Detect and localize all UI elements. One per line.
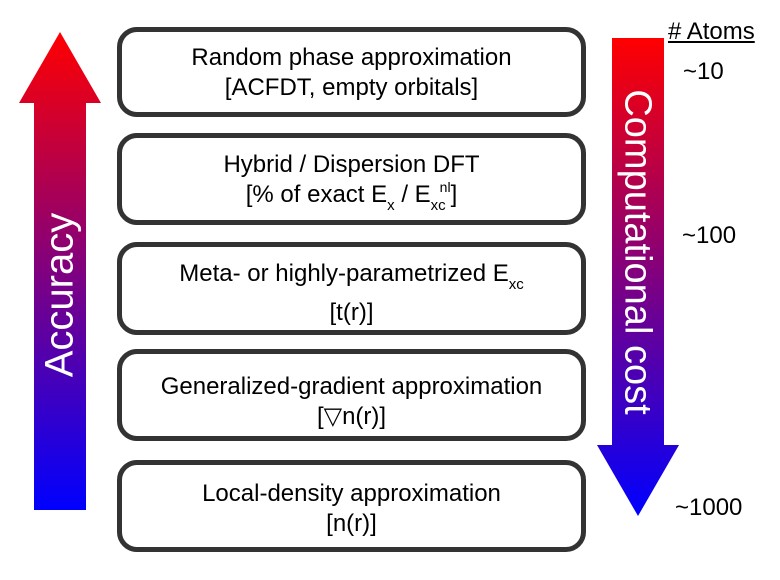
computational-cost-label: Computational cost	[616, 89, 659, 415]
accuracy-arrow-shape	[19, 32, 101, 510]
rung-title: Generalized-gradient approximation	[160, 373, 543, 400]
rung-title: Random phase approximation	[191, 44, 512, 71]
superscript-nl: nl	[439, 179, 451, 195]
rung-ingredient-suffix: ]	[450, 181, 458, 208]
subscript-xc: xc	[508, 276, 524, 293]
rung-meta-gga: Meta- or highly-parametrized Exc [t(r)]	[117, 242, 586, 335]
rung-ingredient: [ACFDT, empty orbitals]	[224, 74, 479, 101]
subscript-xc: xc	[430, 197, 446, 214]
rung-local-density-approximation: Local-density approximation [n(r)]	[117, 460, 586, 552]
rung-title: Meta- or highly-parametrized Exc	[122, 259, 581, 293]
rung-title-prefix: Meta- or highly-parametrized E	[179, 260, 509, 287]
atoms-value-lda: ~1000	[675, 494, 743, 521]
rung-ingredient: [n(r)]	[326, 510, 377, 537]
rung-random-phase-approximation: Random phase approximation [ACFDT, empty…	[117, 27, 586, 117]
rung-ingredient: [t(r)]	[329, 299, 374, 326]
rung-hybrid-dispersion-dft: Hybrid / Dispersion DFT [% of exact Ex /…	[117, 133, 586, 225]
rung-ingredient: [% of exact Ex / Exc nl]	[122, 179, 581, 214]
subscript-x: x	[387, 197, 395, 214]
rung-ingredient-mid: / E	[394, 181, 431, 208]
atoms-value-hybrid: ~100	[682, 222, 737, 249]
rung-ingredient-prefix: [% of exact E	[245, 181, 388, 208]
rung-title: Hybrid / Dispersion DFT	[223, 151, 480, 178]
atoms-header: # Atoms	[668, 18, 755, 45]
atoms-value-rpa: ~10	[683, 58, 724, 85]
rung-title: Local-density approximation	[202, 480, 501, 507]
accuracy-label: Accuracy	[37, 212, 82, 378]
cost-arrow-shape	[597, 38, 679, 516]
rung-ingredient: [▽n(r)]	[316, 403, 387, 430]
rung-generalized-gradient-approximation: Generalized-gradient approximation [▽n(r…	[117, 349, 586, 441]
